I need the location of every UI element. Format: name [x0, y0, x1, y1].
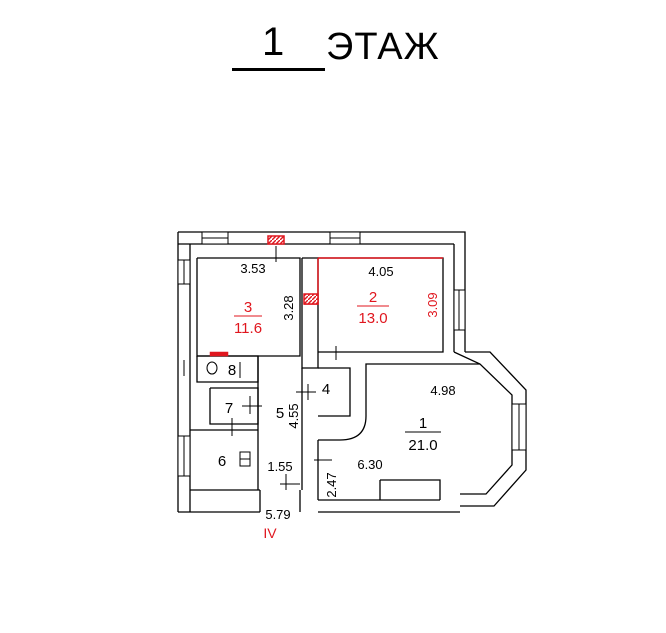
- room-5-number: 5: [276, 405, 284, 422]
- door-marks: [183, 246, 350, 490]
- room-3-number: 3: [244, 299, 252, 316]
- room-3-area: 11.6: [234, 320, 262, 337]
- room-2-area: 13.0: [358, 310, 387, 327]
- room-8-number: 8: [228, 362, 236, 379]
- dim-room2-depth: 3.09: [425, 292, 440, 317]
- fixtures: [206, 361, 251, 467]
- dim-room1-left: 2.47: [324, 472, 339, 497]
- room-labels: 3 11.6 2 13.0 1 21.0 4 5 6 7 8: [218, 289, 441, 470]
- dim-entrance-width: 5.79: [265, 507, 290, 522]
- dim-corridor-length: 4.55: [286, 403, 301, 428]
- room-1-area: 21.0: [408, 437, 437, 454]
- section-mark: IV: [263, 525, 277, 541]
- room-4-number: 4: [322, 381, 330, 398]
- dim-room2-width: 4.05: [368, 264, 393, 279]
- room-6-number: 6: [218, 453, 226, 470]
- dim-room6-width: 1.55: [267, 459, 292, 474]
- dim-room1-top: 4.98: [430, 383, 455, 398]
- floor-label: ЭТАЖ: [326, 26, 440, 68]
- room2-highlight: [267, 235, 443, 305]
- dim-room3-depth: 3.28: [281, 295, 296, 320]
- dimension-labels: 3.53 3.28 4.05 3.09 4.98 6.30 2.47 4.55 …: [240, 261, 455, 522]
- windows: [177, 231, 527, 477]
- dim-room3-width: 3.53: [240, 261, 265, 276]
- room-2-number: 2: [369, 289, 377, 306]
- dim-room1-width: 6.30: [357, 457, 382, 472]
- room-7-number: 7: [225, 400, 233, 417]
- floor-number: 1: [262, 20, 285, 64]
- floor-number-underline: [232, 68, 325, 71]
- room-1-number: 1: [419, 415, 427, 432]
